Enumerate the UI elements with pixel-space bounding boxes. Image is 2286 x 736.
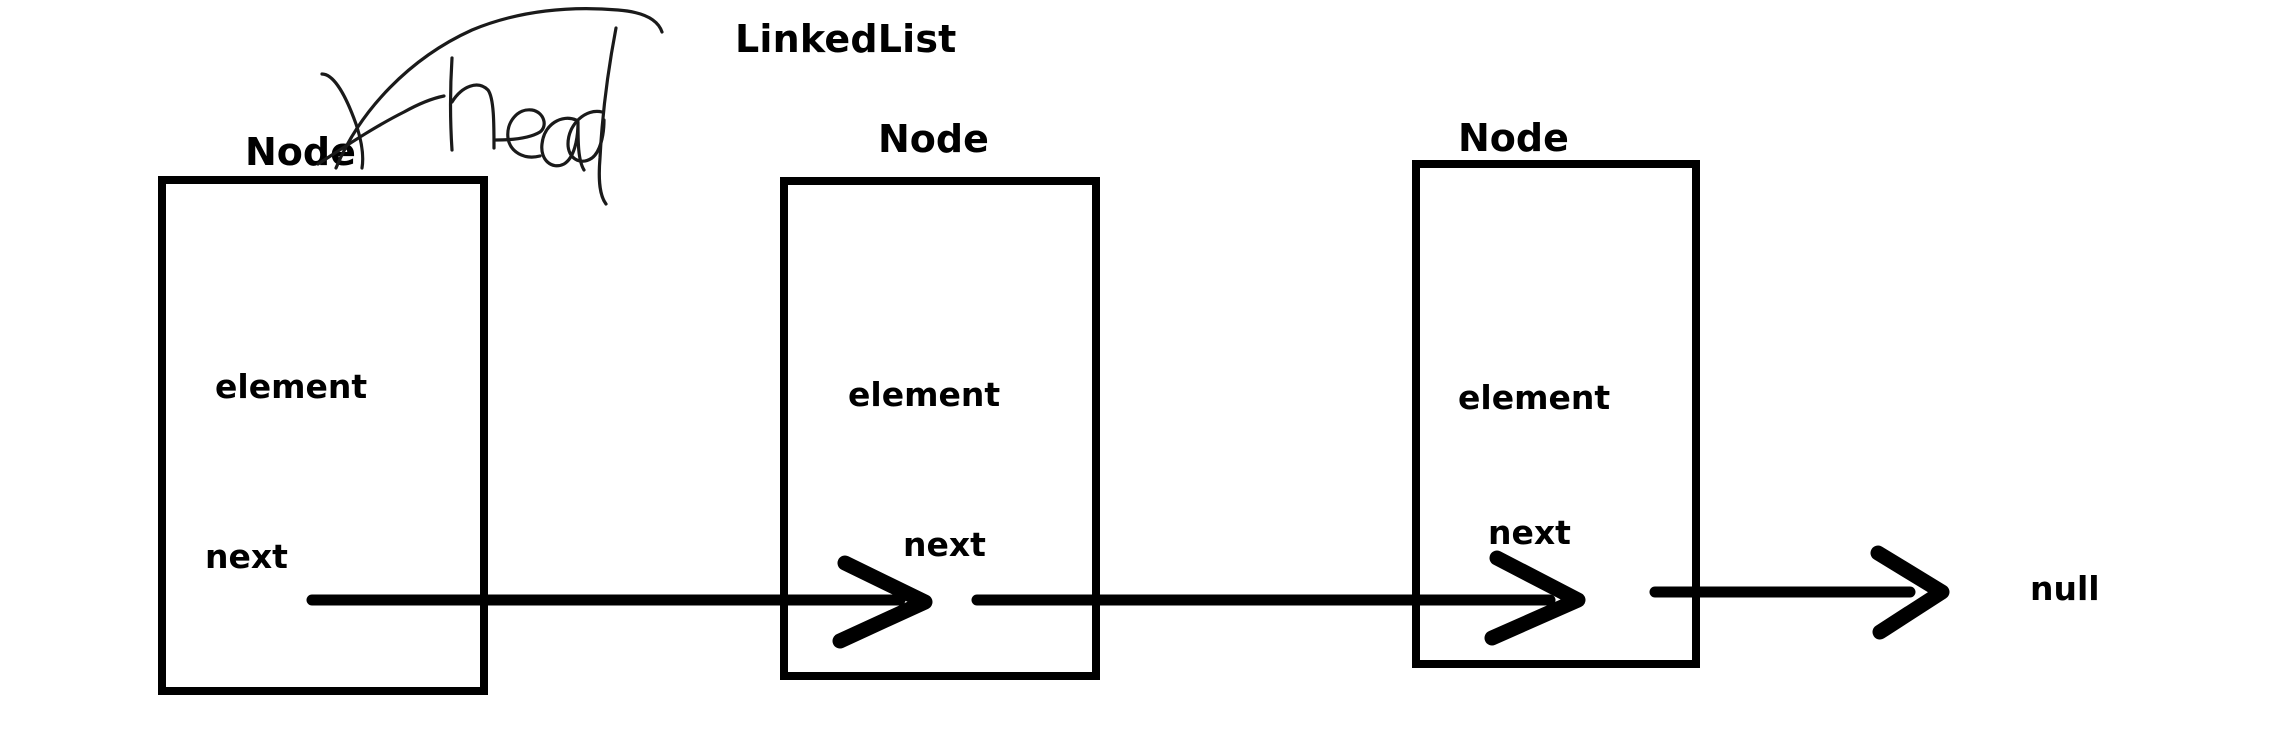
head-letter-a [540, 116, 586, 172]
null-terminator-label: null [2030, 569, 2100, 608]
node-element-field-1: element [215, 367, 368, 406]
node-next-field-3: next [1488, 513, 1571, 552]
linkedlist-title: LinkedList [735, 17, 957, 61]
node-element-field-2: element [848, 375, 1001, 414]
node-box-2 [780, 177, 1100, 680]
head-letter-h [448, 56, 496, 152]
node-element-field-3: element [1458, 378, 1611, 417]
node-heading-2: Node [878, 117, 989, 161]
head-lasso-stroke [334, 7, 664, 170]
head-letter-e [494, 108, 546, 159]
node-next-field-2: next [903, 525, 986, 564]
node-box-1 [158, 176, 488, 695]
node-next-field-1: next [205, 537, 288, 576]
node-heading-1: Node [245, 130, 356, 174]
node-heading-3: Node [1458, 116, 1569, 160]
head-letter-d-stem [597, 26, 618, 206]
head-letter-d-bowl [566, 109, 606, 163]
